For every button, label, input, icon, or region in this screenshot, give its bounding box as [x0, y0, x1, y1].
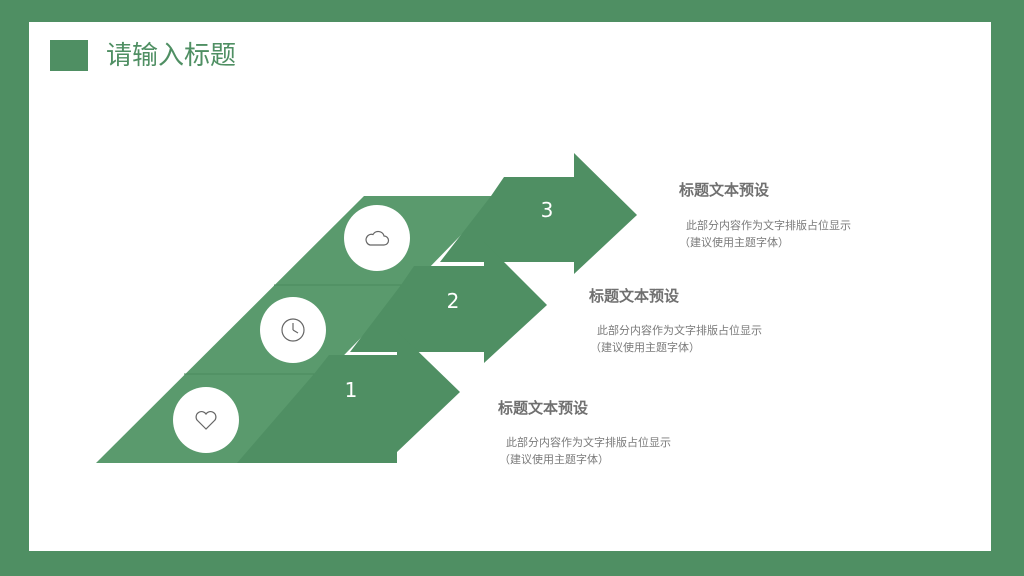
heart-circle — [173, 387, 239, 453]
cloud-icon — [365, 230, 390, 246]
step-3-title: 标题文本预设 — [679, 181, 770, 199]
step-2-desc-line2: （建议使用主题字体） — [590, 341, 700, 354]
step-1-desc-line1: 此部分内容作为文字排版占位显示 — [506, 436, 671, 449]
slide: 请输入标题 3 2 1 标题文本预设 此部分内容作为文字排版占位显示 — [29, 22, 991, 551]
heart-icon — [195, 411, 217, 430]
step-number-1: 1 — [344, 378, 358, 402]
staircase-diagram — [96, 153, 637, 463]
step-3-desc-line1: 此部分内容作为文字排版占位显示 — [686, 219, 851, 232]
clock-circle — [260, 297, 326, 363]
step-number-2: 2 — [446, 289, 460, 313]
arrow-2 — [350, 242, 547, 363]
step-1-desc-line2: （建议使用主题字体） — [499, 453, 609, 466]
step-3-desc-line2: （建议使用主题字体） — [679, 236, 789, 249]
step-2-title: 标题文本预设 — [589, 287, 680, 305]
title-accent-block — [50, 40, 88, 71]
step-number-3: 3 — [540, 198, 554, 222]
arrow-3 — [440, 153, 637, 274]
cloud-circle — [344, 205, 410, 271]
arrow-1 — [237, 331, 460, 463]
step-2-desc-line1: 此部分内容作为文字排版占位显示 — [597, 324, 762, 337]
step-1-title: 标题文本预设 — [498, 399, 589, 417]
clock-icon — [281, 318, 305, 342]
slide-title: 请输入标题 — [106, 41, 237, 71]
